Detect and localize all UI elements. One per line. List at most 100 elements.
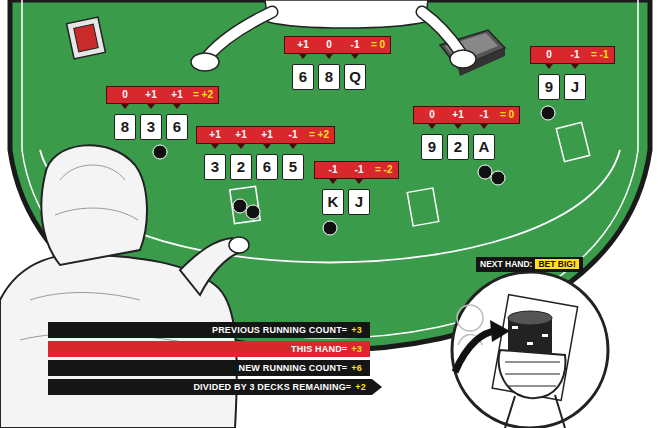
art-path: [422, 12, 460, 52]
art-circle: [452, 272, 608, 428]
count-value: = 0: [368, 39, 385, 51]
art-rect: [74, 24, 99, 52]
card-rank: J: [571, 78, 579, 95]
dealer-figure: [191, 0, 428, 71]
art-circle: [323, 221, 337, 235]
inset-bet: [452, 272, 608, 428]
count-value: -1: [471, 109, 497, 121]
art-circle: [153, 145, 167, 159]
count-bar: +10-1= 0: [284, 36, 391, 54]
playing-card: J: [348, 189, 370, 215]
art-ellipse: [450, 50, 476, 68]
art-path: [490, 320, 510, 342]
card-rank: 6: [299, 68, 307, 85]
art-rect: [230, 186, 260, 223]
count-row: DIVIDED BY 3 DECKS REMAINING=+2: [48, 379, 382, 395]
count-bar: 0+1-1= 0: [413, 106, 520, 124]
count-value: 0: [316, 39, 342, 51]
playing-card: 6: [256, 154, 278, 180]
art-circle: [541, 106, 555, 120]
art-path: [505, 395, 565, 428]
count-value: = -2: [372, 164, 393, 176]
count-value: +1: [290, 39, 316, 51]
playing-card: 2: [447, 134, 469, 160]
count-value: +1: [164, 89, 190, 101]
art-path: [455, 331, 496, 372]
count-bar: 0+1+1= +2: [106, 86, 219, 104]
art-path: [505, 362, 560, 386]
count-bar: +1+1+1-1= +2: [196, 126, 335, 144]
row-text: +2: [355, 379, 366, 395]
count-value: +1: [228, 129, 254, 141]
count-value: -1: [346, 164, 372, 176]
band-text: BET BIG!: [535, 259, 578, 269]
count-value: -1: [562, 49, 588, 61]
card-rank: 5: [289, 158, 297, 175]
card-rank: 2: [454, 138, 462, 155]
playing-card: K: [322, 189, 344, 215]
card-rank: A: [479, 138, 490, 155]
art-rect: [542, 334, 548, 337]
card-rank: 9: [545, 78, 553, 95]
playing-card: 6: [166, 114, 188, 140]
playing-card: Q: [344, 64, 366, 90]
art-path: [208, 12, 272, 56]
art-rect: [556, 122, 589, 161]
row-text: DIVIDED BY 3 DECKS REMAINING=: [193, 379, 351, 395]
art-circle: [457, 305, 483, 331]
playing-card: 8: [114, 114, 136, 140]
card-rank: 9: [428, 138, 436, 155]
card-rank: 2: [237, 158, 245, 175]
count-bar: -1-1= -2: [314, 161, 399, 179]
row-text: +3: [351, 322, 362, 338]
count-value: -1: [280, 129, 306, 141]
row-text: NEW RUNNING COUNT=: [238, 360, 347, 376]
count-value: = +2: [190, 89, 213, 101]
art-rect: [407, 188, 439, 226]
count-value: +1: [138, 89, 164, 101]
art-circle: [478, 165, 492, 179]
count-value: +1: [202, 129, 228, 141]
count-value: = 0: [497, 109, 514, 121]
row-text: +3: [351, 341, 362, 357]
playing-card: 9: [421, 134, 443, 160]
count-row: NEW RUNNING COUNT=+6: [48, 360, 370, 376]
betting-chips: [153, 106, 555, 235]
count-value: -1: [320, 164, 346, 176]
count-value: 0: [419, 109, 445, 121]
count-row: PREVIOUS RUNNING COUNT=+3: [48, 322, 370, 338]
art-rect: [512, 326, 518, 329]
card-rank: 3: [147, 118, 155, 135]
art-circle: [233, 199, 247, 213]
count-value: +1: [254, 129, 280, 141]
count-value: 0: [536, 49, 562, 61]
card-rank: 6: [263, 158, 271, 175]
playing-card: 3: [140, 114, 162, 140]
count-value: 0: [112, 89, 138, 101]
art-ellipse: [508, 311, 552, 325]
art-path: [20, 165, 200, 345]
playing-card: A: [473, 134, 495, 160]
art-path: [422, 12, 460, 52]
band-text: NEXT HAND:: [480, 259, 532, 269]
playing-card: 3: [204, 154, 226, 180]
count-bar: 0-1= -1: [530, 46, 615, 64]
art-ellipse: [191, 53, 219, 71]
card-rank: 3: [211, 158, 219, 175]
count-value: = +2: [306, 129, 329, 141]
art-path: [208, 12, 272, 56]
callout-band: NEXT HAND:BET BIG!: [476, 257, 583, 272]
card-rank: Q: [349, 68, 361, 85]
art-rect: [527, 342, 533, 345]
art-rect: [67, 17, 106, 59]
row-text: PREVIOUS RUNNING COUNT=: [212, 322, 347, 338]
art-circle: [491, 171, 505, 185]
dealer-arm: [422, 12, 476, 68]
art-rect: [492, 295, 577, 401]
count-value: = -1: [588, 49, 609, 61]
row-text: +6: [351, 360, 362, 376]
playing-card: 5: [282, 154, 304, 180]
card-rank: 8: [121, 118, 129, 135]
count-row: THIS HAND=+3: [48, 341, 370, 357]
